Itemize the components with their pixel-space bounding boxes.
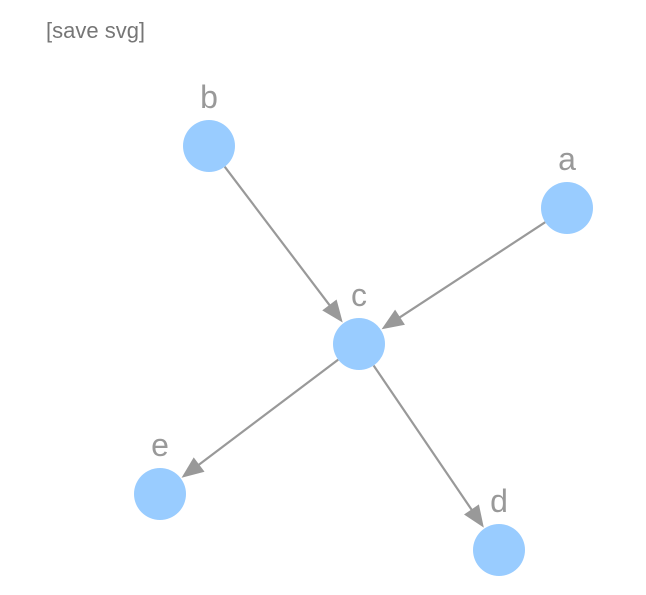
save-svg-link[interactable]: [save svg] — [46, 18, 146, 43]
node-label: a — [558, 141, 576, 177]
edge-a-c — [381, 221, 546, 330]
edge-c-d — [372, 364, 484, 528]
node-d[interactable]: d — [473, 483, 525, 576]
edge-line — [196, 358, 339, 467]
node-circle[interactable] — [134, 468, 186, 520]
node-label: b — [200, 79, 218, 115]
edge-line — [372, 364, 474, 512]
node-circle[interactable] — [333, 318, 385, 370]
node-circle[interactable] — [473, 524, 525, 576]
nodes-layer: a b c d e — [134, 79, 593, 576]
edges-layer — [181, 166, 546, 528]
edge-line — [223, 166, 332, 308]
arrowhead — [464, 504, 484, 528]
node-label: e — [151, 427, 169, 463]
node-circle[interactable] — [541, 182, 593, 234]
node-b[interactable]: b — [183, 79, 235, 172]
node-e[interactable]: e — [134, 427, 186, 520]
edge-c-e — [181, 358, 339, 478]
edge-line — [397, 221, 546, 320]
arrowhead — [381, 309, 405, 330]
node-label: c — [351, 277, 367, 313]
node-c[interactable]: c — [333, 277, 385, 370]
edge-b-c — [223, 166, 343, 323]
node-a[interactable]: a — [541, 141, 593, 234]
node-circle[interactable] — [183, 120, 235, 172]
arrowhead — [322, 299, 343, 323]
node-label: d — [490, 483, 508, 519]
arrowhead — [181, 457, 205, 478]
